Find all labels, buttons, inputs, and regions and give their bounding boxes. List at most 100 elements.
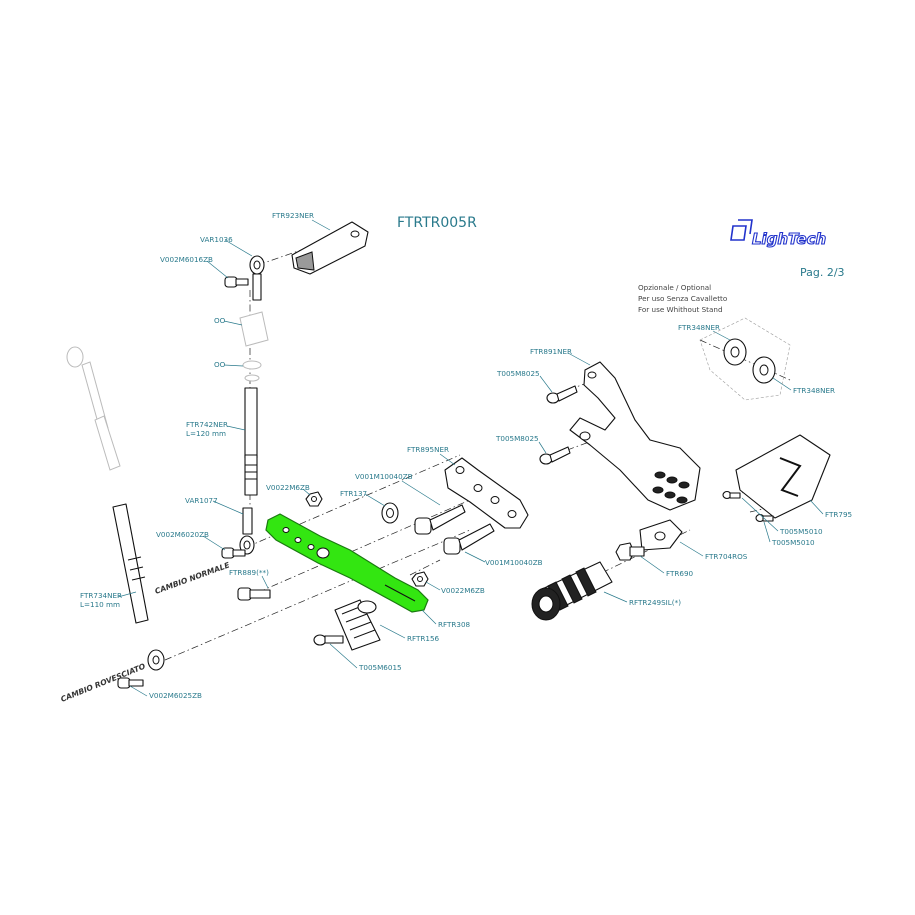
- label-ftr889: FTR889(**): [229, 568, 269, 577]
- part-oo-spacers[interactable]: [239, 311, 269, 382]
- label-t005m5010-top: T005M5010: [779, 527, 823, 536]
- part-rftr156[interactable]: [334, 599, 381, 651]
- label-v001m10040zb-bottom: V001M10040ZB: [485, 558, 543, 567]
- part-t005m6015[interactable]: [313, 634, 344, 646]
- callout-v0022m6zb-top: V0022M6ZB: [266, 483, 311, 496]
- label-oo-top: OO: [214, 316, 226, 325]
- label-rftr249sil: RFTR249SIL(*): [629, 598, 681, 607]
- callout-rftr249sil: RFTR249SIL(*): [603, 591, 681, 607]
- callout-ftr889: FTR889(**): [229, 568, 269, 589]
- part-v002m6025zb[interactable]: [117, 677, 144, 689]
- part-var1036[interactable]: [249, 255, 265, 301]
- callout-ftr891ner: FTR891NER: [530, 347, 591, 366]
- part-ftr704ros[interactable]: [639, 519, 683, 551]
- part-ftr895ner[interactable]: [444, 457, 529, 529]
- optional-spacers-outline: [699, 317, 791, 401]
- label-var1077: VAR1077: [185, 496, 218, 505]
- part-ftr137[interactable]: [381, 502, 399, 524]
- part-t005m5010-bottom[interactable]: [755, 513, 774, 523]
- label-t005m5010-bottom: T005M5010: [771, 538, 815, 547]
- label-v002m6016zb: V002M6016ZB: [160, 255, 213, 264]
- callout-var1077: VAR1077: [185, 496, 244, 515]
- part-var1077[interactable]: [239, 507, 255, 555]
- callout-oo-top: OO: [214, 316, 243, 326]
- label-v002m6020zb: V002M6020ZB: [156, 530, 209, 539]
- part-left-faint-rod[interactable]: [66, 346, 121, 471]
- callout-rftr156: RFTR156: [379, 624, 440, 643]
- part-t005m5010-top[interactable]: [722, 490, 741, 500]
- mode-label-normal: CAMBIO NORMALE: [154, 560, 232, 596]
- label-ftr348ner-bottom: FTR348NER: [793, 386, 835, 395]
- callout-t005m6015: T005M6015: [329, 643, 402, 672]
- callout-ftr704ros: FTR704ROS: [679, 541, 748, 561]
- callout-ftr742ner: FTR742NER L=120 mm: [186, 420, 246, 438]
- part-v0022m6zb-nut-bottom[interactable]: [411, 571, 429, 587]
- part-t005m8025-top[interactable]: [546, 385, 578, 404]
- label-ftr348ner-top: FTR348NER: [678, 323, 720, 332]
- callout-t005m5010-top: T005M5010: [741, 497, 823, 536]
- part-ftr348ner-top[interactable]: [723, 338, 747, 366]
- callout-ftr137: FTR137: [340, 489, 386, 507]
- callout-ftr895ner: FTR895NER: [407, 445, 456, 466]
- part-ftr891ner[interactable]: [569, 361, 701, 511]
- part-ftr889[interactable]: [237, 587, 271, 601]
- note-line-1: Opzionale / Optional: [638, 283, 711, 292]
- label-ftr734ner: FTR734NER: [80, 591, 122, 600]
- part-v002m6020zb[interactable]: [221, 547, 246, 559]
- label-ftr690: FTR690: [666, 569, 694, 578]
- note-line-2: Per uso Senza Cavalletto: [638, 294, 727, 303]
- callout-v002m6016zb: V002M6016ZB: [160, 255, 229, 279]
- label-rftr308: RFTR308: [438, 620, 471, 629]
- callout-ftr734ner: FTR734NER L=110 mm: [80, 591, 137, 609]
- part-rftr308-highlighted[interactable]: [265, 513, 429, 613]
- callout-oo-bottom: OO: [214, 360, 244, 369]
- label-var1036: VAR1036: [200, 235, 233, 244]
- callout-ftr923ner: FTR923NER: [272, 211, 331, 231]
- label-ftr795: FTR795: [825, 510, 852, 519]
- label-rftr156: RFTR156: [407, 634, 440, 643]
- part-v001m10040zb-top[interactable]: [414, 504, 466, 535]
- label-ftr137: FTR137: [340, 489, 367, 498]
- label-v002m6025zb: V002M6025ZB: [149, 691, 202, 700]
- callout-t005m8025-top: T005M8025: [496, 369, 553, 393]
- callout-t005m8025-bottom: T005M8025: [495, 434, 547, 454]
- callout-v001m10040zb-top: V001M10040ZB: [355, 472, 441, 506]
- part-ftr690[interactable]: [615, 542, 645, 561]
- callout-ftr795: FTR795: [809, 499, 852, 519]
- page-number: Pag. 2/3: [800, 266, 845, 279]
- callout-v0022m6zb-bottom: V0022M6ZB: [425, 581, 485, 595]
- label-ftr742ner-length: L=120 mm: [186, 429, 226, 438]
- callout-ftr348ner-top: FTR348NER: [678, 323, 731, 341]
- logo-mark-icon: [730, 219, 753, 241]
- label-ftr734ner-length: L=110 mm: [80, 600, 120, 609]
- logo-text: LighTech: [752, 230, 826, 248]
- note-line-3: For use Whithout Stand: [638, 305, 723, 314]
- part-ftr923ner[interactable]: [291, 221, 369, 275]
- label-ftr742ner: FTR742NER: [186, 420, 228, 429]
- label-ftr895ner: FTR895NER: [407, 445, 449, 454]
- label-t005m8025-top: T005M8025: [496, 369, 540, 378]
- callout-v001m10040zb-bottom: V001M10040ZB: [464, 551, 543, 567]
- label-ftr704ros: FTR704ROS: [705, 552, 748, 561]
- diagram-title: FTRTR005R: [397, 215, 477, 231]
- callout-rftr308: RFTR308: [421, 609, 471, 629]
- part-ftr795[interactable]: [735, 434, 831, 519]
- part-v001m10040zb-bottom[interactable]: [443, 523, 495, 555]
- label-ftr923ner: FTR923NER: [272, 211, 314, 220]
- callout-ftr690: FTR690: [639, 555, 694, 578]
- part-v002m6016zb[interactable]: [224, 276, 249, 288]
- label-t005m8025-bottom: T005M8025: [495, 434, 539, 443]
- callout-t005m5010-bottom: T005M5010: [763, 521, 815, 547]
- part-v0022m6zb-nut-top[interactable]: [305, 491, 323, 507]
- label-ftr891ner: FTR891NER: [530, 347, 572, 356]
- lightech-logo: LighTech: [730, 219, 827, 249]
- part-rftr249sil[interactable]: [531, 561, 613, 621]
- part-ftr734ner[interactable]: [112, 503, 165, 671]
- part-t005m8025-bottom[interactable]: [539, 446, 571, 465]
- part-ftr742ner[interactable]: [244, 387, 258, 496]
- callout-v002m6020zb: V002M6020ZB: [156, 530, 226, 551]
- part-ftr348ner-bottom[interactable]: [752, 356, 776, 384]
- callout-v002m6025zb: V002M6025ZB: [129, 685, 202, 700]
- label-v001m10040zb-top: V001M10040ZB: [355, 472, 413, 481]
